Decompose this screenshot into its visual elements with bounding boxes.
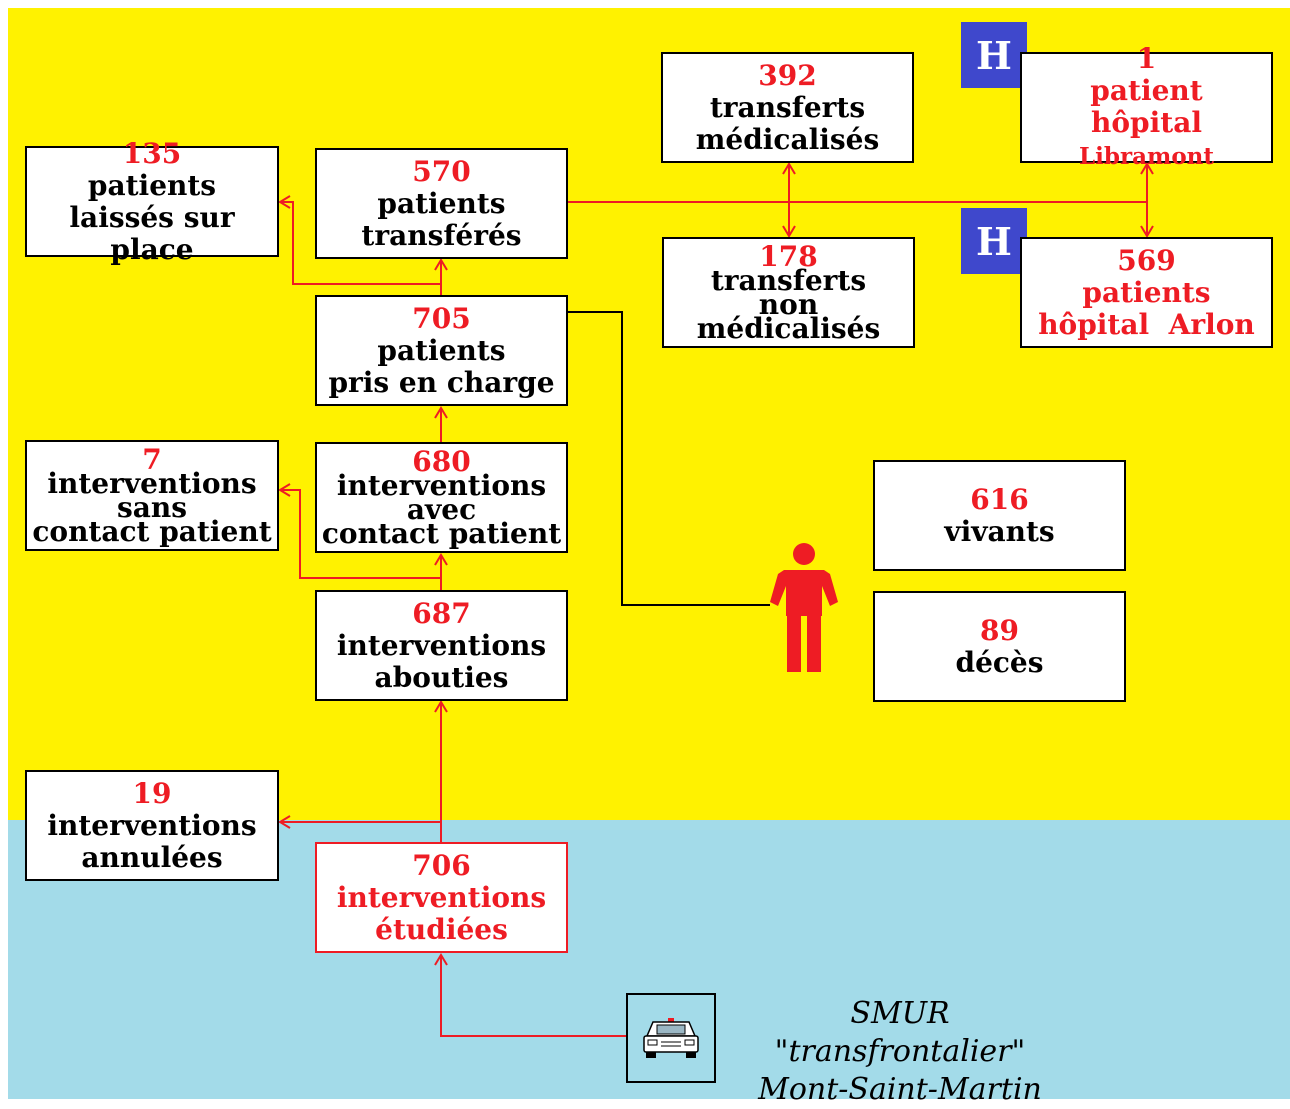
arrowhead xyxy=(1140,162,1154,175)
smur-caption: SMUR "transfrontalier" Mont-Saint-Martin xyxy=(730,995,1070,1109)
arlon-label-2: hôpital Arlon xyxy=(1038,307,1255,341)
box-non-medicalized-transfers: 178 transferts non médicalisés xyxy=(662,237,915,348)
arrowhead xyxy=(434,406,448,419)
alive-label: vivants xyxy=(944,514,1055,548)
without-contact-label-3: contact patient xyxy=(32,514,272,548)
box-interventions-without-contact: 7 interventions sans contact patient xyxy=(25,440,279,551)
arlon-label-1: patients xyxy=(1082,275,1211,309)
arlon-count: 569 xyxy=(1117,243,1176,277)
libramont-city: Libramont xyxy=(1078,142,1215,170)
transferred-count: 570 xyxy=(412,154,471,188)
cancelled-count: 19 xyxy=(132,776,172,810)
non-medicalized-label-2: non xyxy=(758,287,819,321)
studied-label-2: étudiées xyxy=(375,912,508,946)
box-alive: 616 vivants xyxy=(873,460,1126,571)
without-contact-label-2: sans xyxy=(116,490,188,524)
studied-label-1: interventions xyxy=(336,880,547,914)
box-hospital-libramont: 1 patient hôpital Libramont xyxy=(1020,42,1273,170)
arrowhead xyxy=(434,953,448,966)
arrowhead xyxy=(278,483,291,497)
libramont-label-2: hôpital Libramont xyxy=(1022,105,1271,173)
arrowhead xyxy=(278,195,291,209)
arrowhead xyxy=(782,162,796,175)
with-contact-count: 680 xyxy=(412,444,471,478)
arrowhead xyxy=(434,258,448,271)
link-smur-to-studied xyxy=(440,955,626,1037)
link-taken-to-left xyxy=(280,201,441,285)
box-patients-left-on-site: 135 patients laissés sur place xyxy=(25,137,279,265)
completed-count: 687 xyxy=(412,596,471,630)
ambulance-icon xyxy=(643,1018,699,1058)
person-icon xyxy=(770,543,838,672)
arrowhead xyxy=(782,225,796,238)
transferred-label-1: patients xyxy=(377,186,506,220)
arrowhead xyxy=(434,700,448,713)
taken-count: 705 xyxy=(412,301,471,335)
libramont-label-1: patient xyxy=(1090,73,1203,107)
with-contact-label-3: contact patient xyxy=(321,516,562,550)
box-patients-taken-in-charge: 705 patients pris en charge xyxy=(315,295,568,406)
arrowhead xyxy=(1140,225,1154,238)
non-medicalized-label-1: transferts xyxy=(710,263,867,297)
non-medicalized-count: 178 xyxy=(759,239,818,273)
box-medicalized-transfers: 392 transferts médicalisés xyxy=(661,52,914,163)
hospital-icon: H xyxy=(961,208,1027,274)
alive-count: 616 xyxy=(970,482,1029,516)
libramont-count: 1 xyxy=(1136,41,1157,75)
completed-label-1: interventions xyxy=(336,628,547,662)
cancelled-label-1: interventions xyxy=(47,808,257,842)
medicalized-label-1: transferts xyxy=(709,90,866,124)
hospital-icon: H xyxy=(961,22,1027,88)
taken-label-1: patients xyxy=(377,333,506,367)
deceased-label: décès xyxy=(955,645,1044,679)
box-interventions-with-contact: 680 interventions avec contact patient xyxy=(315,442,568,553)
completed-label-2: abouties xyxy=(374,660,509,694)
left-count: 135 xyxy=(122,136,182,170)
deceased-count: 89 xyxy=(980,613,1019,647)
medicalized-label-2: médicalisés xyxy=(695,122,880,156)
link-completed-to-without-contact xyxy=(280,489,441,579)
medicalized-count: 392 xyxy=(758,58,817,92)
taken-label-2: pris en charge xyxy=(328,365,555,399)
left-label-1: patients xyxy=(87,168,217,202)
with-contact-label-2: avec xyxy=(406,492,477,526)
box-hospital-arlon: 569 patients hôpital Arlon xyxy=(1020,237,1273,348)
ambulance-box xyxy=(626,993,716,1083)
box-patients-transferred: 570 patients transférés xyxy=(315,148,568,259)
box-interventions-studied: 706 interventions étudiées xyxy=(315,842,568,953)
left-label-2: laissés sur place xyxy=(69,200,235,266)
box-interventions-cancelled: 19 interventions annulées xyxy=(25,770,279,881)
box-interventions-completed: 687 interventions abouties xyxy=(315,590,568,701)
studied-count: 706 xyxy=(412,848,471,882)
without-contact-label-1: interventions xyxy=(47,466,257,500)
libramont-hospital-word: hôpital xyxy=(1091,105,1202,139)
box-deceased: 89 décès xyxy=(873,591,1126,702)
non-medicalized-label-3: médicalisés xyxy=(696,311,881,345)
smur-location: Mont-Saint-Martin xyxy=(758,1072,1042,1107)
without-contact-count: 7 xyxy=(142,442,162,476)
link-taken-to-outcome xyxy=(555,311,770,606)
cancelled-label-2: annulées xyxy=(81,840,223,874)
arrowhead xyxy=(434,553,448,566)
with-contact-label-1: interventions xyxy=(336,468,547,502)
smur-title: SMUR "transfrontalier" xyxy=(774,996,1026,1069)
arrowhead xyxy=(278,815,291,829)
transferred-label-2: transférés xyxy=(361,218,522,252)
